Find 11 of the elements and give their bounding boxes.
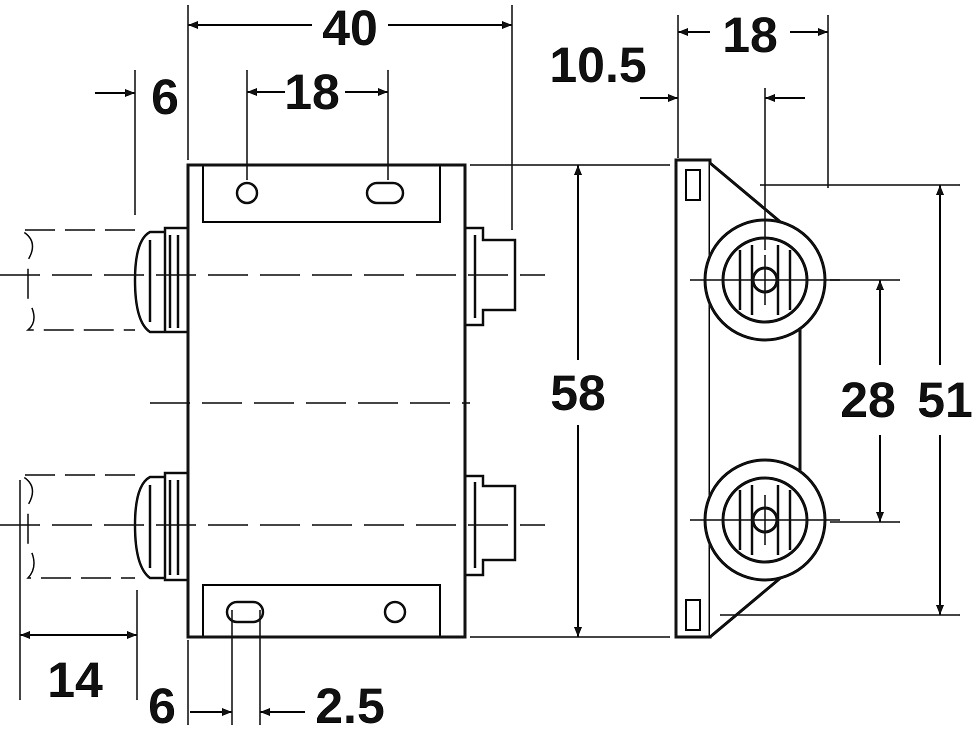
dimension-value: 6 xyxy=(151,72,179,122)
dimension-value: 51 xyxy=(917,375,973,425)
dimension-value: 10.5 xyxy=(549,40,647,90)
dimension-value: 18 xyxy=(722,10,778,60)
dimension-value: 14 xyxy=(47,655,103,705)
dimension-value: 6 xyxy=(148,681,176,730)
dimension-value: 28 xyxy=(840,375,896,425)
dimension-value: 58 xyxy=(550,368,606,418)
dimension-value: 2.5 xyxy=(315,681,385,730)
dimension-value: 40 xyxy=(322,3,378,53)
dimension-value: 18 xyxy=(284,67,340,117)
